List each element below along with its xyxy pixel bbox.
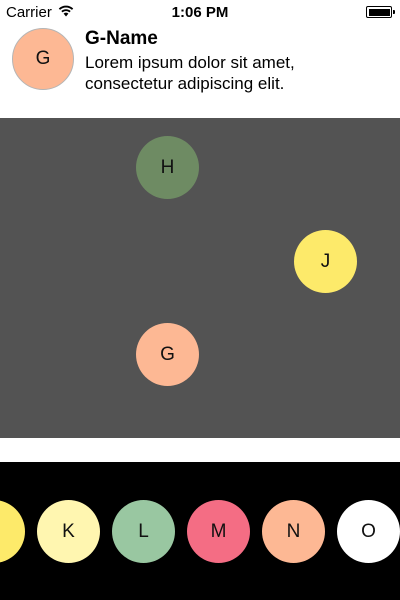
tray-bubble-n[interactable]: N	[262, 500, 325, 563]
tray-bubble-o[interactable]: O	[337, 500, 400, 563]
bubble-tray[interactable]: K L M N O	[0, 462, 400, 600]
status-bar: Carrier 1:06 PM	[0, 0, 400, 26]
tray-bubble-k[interactable]: K	[37, 500, 100, 563]
tray-bubble-partial[interactable]	[0, 500, 25, 563]
wifi-icon	[58, 4, 74, 21]
tray-bubble-m[interactable]: M	[187, 500, 250, 563]
drop-canvas[interactable]: H J G	[0, 118, 400, 438]
status-time: 1:06 PM	[171, 4, 229, 21]
item-name: G-Name	[85, 28, 158, 49]
tray-bubble-l[interactable]: L	[112, 500, 175, 563]
battery-full-icon	[366, 6, 395, 18]
canvas-bubble-j[interactable]: J	[294, 230, 357, 293]
canvas-bubble-h[interactable]: H	[136, 136, 199, 199]
status-left: Carrier	[6, 4, 74, 21]
canvas-bubble-g[interactable]: G	[136, 323, 199, 386]
selected-item-header: G G-Name Lorem ipsum dolor sit amet, con…	[0, 26, 400, 118]
avatar: G	[12, 28, 74, 90]
carrier-label: Carrier	[6, 4, 52, 21]
item-description: Lorem ipsum dolor sit amet, consectetur …	[85, 53, 295, 93]
